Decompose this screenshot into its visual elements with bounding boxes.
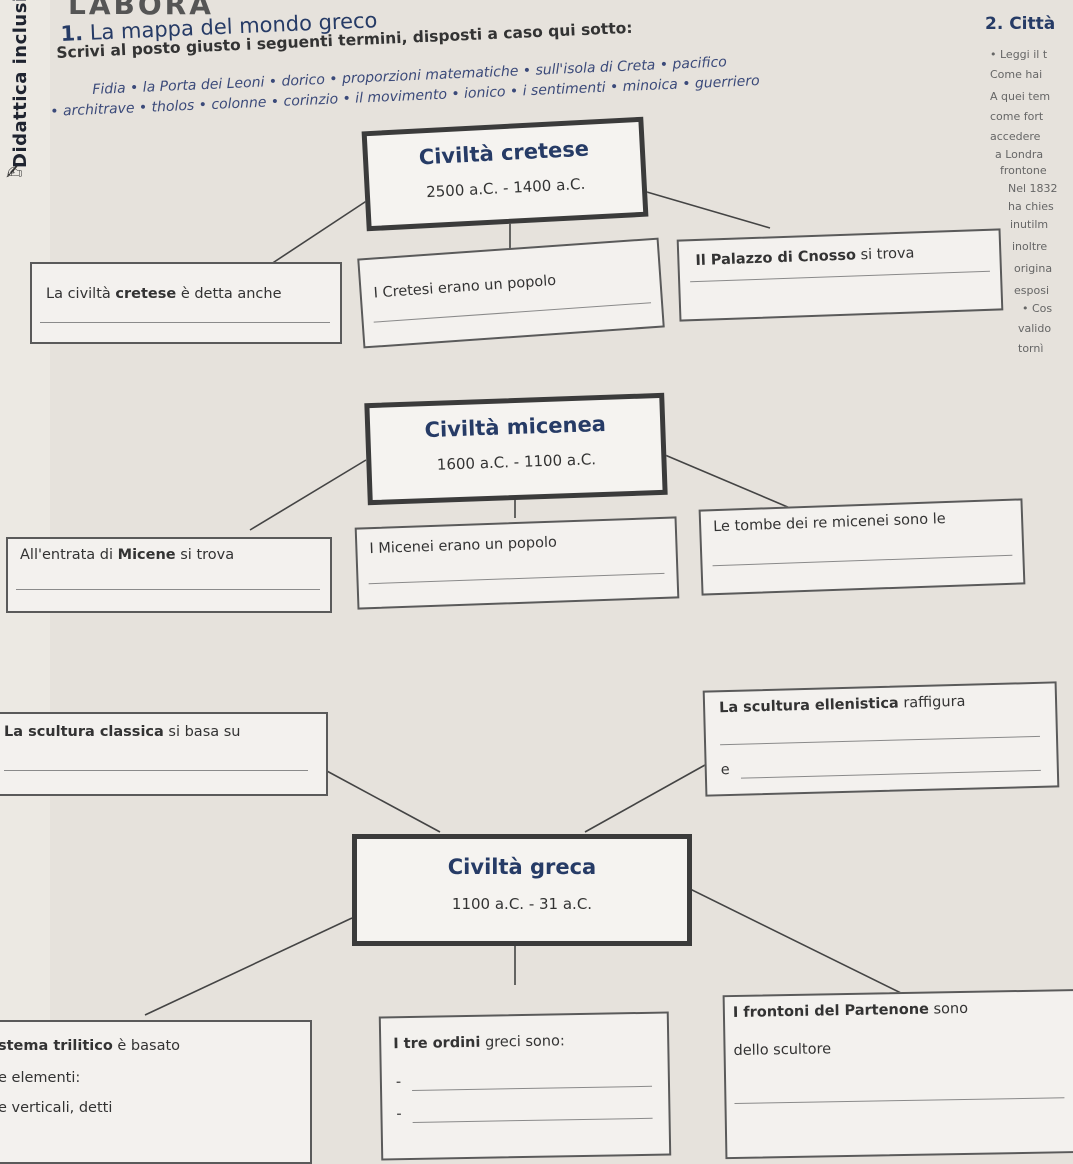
- ex2-line-13: esposi: [1014, 284, 1049, 297]
- cretan-dates: 2500 a.C. - 1400 a.C.: [425, 174, 586, 202]
- ex2-line-7: frontone: [1000, 164, 1047, 177]
- classical-sculpture-answer[interactable]: [4, 770, 308, 771]
- mycenae-entrance-answer[interactable]: [16, 589, 320, 590]
- parthenon-prompt: I frontoni del Partenone sono: [732, 1000, 969, 1022]
- cretan-title: Civiltà cretese: [418, 136, 590, 170]
- ex2-line-8: Nel 1832: [1008, 182, 1058, 195]
- mycenaean-people-box: I Micenei erano un popolo: [354, 516, 680, 610]
- orders-dash-2: -: [396, 1106, 402, 1123]
- classical-sculpture-prompt: La scultura classica si basa su: [4, 724, 241, 740]
- mycenaean-tombs-prompt: Le tombe dei re micenei sono le: [712, 511, 946, 536]
- knossos-answer[interactable]: [690, 270, 990, 283]
- hellenistic-sculpture-answer-2[interactable]: [740, 769, 1041, 779]
- mycenaean-tombs-box: Le tombe dei re micenei sono le: [698, 498, 1026, 596]
- mycenaean-title: Civiltà micenea: [424, 411, 607, 443]
- ex2-line-6: a Londra: [995, 148, 1044, 161]
- greek-civilization-box: Civiltà greca 1100 a.C. - 31 a.C.: [352, 834, 692, 946]
- classical-sculpture-box: La scultura classica si basa su: [0, 712, 328, 796]
- ex2-line-2: Come hai: [990, 68, 1043, 81]
- cretan-people-prompt: I Cretesi erano un popolo: [373, 272, 557, 302]
- mycenae-entrance-prompt: All'entrata di Micene si trova: [20, 547, 235, 563]
- mycenaean-people-prompt: I Micenei erano un popolo: [369, 534, 558, 558]
- greek-orders-box: I tre ordini greci sono: - -: [378, 1011, 672, 1161]
- mycenaean-civilization-box: Civiltà micenea 1600 a.C. - 1100 a.C.: [364, 392, 668, 506]
- hellenistic-sculpture-answer-1[interactable]: [720, 735, 1040, 746]
- greek-orders-prompt: I tre ordini greci sono:: [393, 1033, 565, 1053]
- cretan-name-box: La civiltà cretese è detta anche: [30, 262, 342, 344]
- trilithic-line-2: e elementi:: [0, 1070, 81, 1086]
- exercise-2-title: 2. Città: [985, 14, 1056, 34]
- order-answer-1[interactable]: [412, 1085, 653, 1091]
- orders-dash-1: -: [395, 1074, 402, 1091]
- ex2-line-9: ha chies: [1008, 200, 1054, 213]
- mycenaean-tombs-answer[interactable]: [712, 554, 1013, 567]
- ex2-line-12: origina: [1014, 262, 1053, 275]
- ex2-line-3: A quei tem: [990, 90, 1051, 103]
- ex2-line-14: • Cos: [1022, 302, 1053, 315]
- mycenaean-people-answer[interactable]: [368, 572, 665, 585]
- cretan-name-answer[interactable]: [40, 322, 330, 323]
- ex2-line-16: tornì: [1018, 342, 1044, 355]
- parthenon-box: I frontoni del Partenone sono dello scul…: [722, 988, 1073, 1160]
- hellenistic-sculpture-box: La scultura ellenistica raffigura e: [702, 681, 1060, 797]
- trilithic-system-box: stema trilitico è basato e elementi: e v…: [0, 1020, 312, 1164]
- trilithic-line-3: e verticali, detti: [0, 1100, 113, 1116]
- ex2-line-5: accedere: [990, 130, 1041, 143]
- lab-header: LABORA: [68, 0, 214, 21]
- ex2-line-15: valido: [1018, 322, 1052, 335]
- cretan-people-answer[interactable]: [373, 302, 652, 323]
- knossos-box: Il Palazzo di Cnosso si trova: [676, 228, 1004, 322]
- greek-dates: 1100 a.C. - 31 a.C.: [451, 895, 593, 913]
- ex2-line-4: come fort: [990, 110, 1044, 123]
- ex2-line-11: inoltre: [1012, 240, 1048, 253]
- knossos-prompt: Il Palazzo di Cnosso si trova: [695, 245, 915, 270]
- ex2-line-10: inutilm: [1010, 218, 1049, 231]
- mycenaean-dates: 1600 a.C. - 1100 a.C.: [436, 450, 597, 474]
- hellenistic-e: e: [720, 761, 730, 779]
- trilithic-prompt: stema trilitico è basato: [0, 1038, 181, 1054]
- greek-title: Civiltà greca: [447, 855, 597, 879]
- hellenistic-sculpture-prompt: La scultura ellenistica raffigura: [718, 693, 966, 717]
- cretan-civilization-box: Civiltà cretese 2500 a.C. - 1400 a.C.: [361, 116, 649, 232]
- parthenon-answer[interactable]: [734, 1097, 1065, 1104]
- cretan-name-prompt: La civiltà cretese è detta anche: [46, 286, 282, 302]
- order-answer-2[interactable]: [412, 1117, 653, 1123]
- parthenon-line-2: dello scultore: [733, 1041, 832, 1060]
- writing-hand-icon: ✍: [6, 160, 23, 184]
- ex2-line-1: • Leggi il t: [990, 48, 1048, 61]
- mycenae-entrance-box: All'entrata di Micene si trova: [6, 537, 332, 613]
